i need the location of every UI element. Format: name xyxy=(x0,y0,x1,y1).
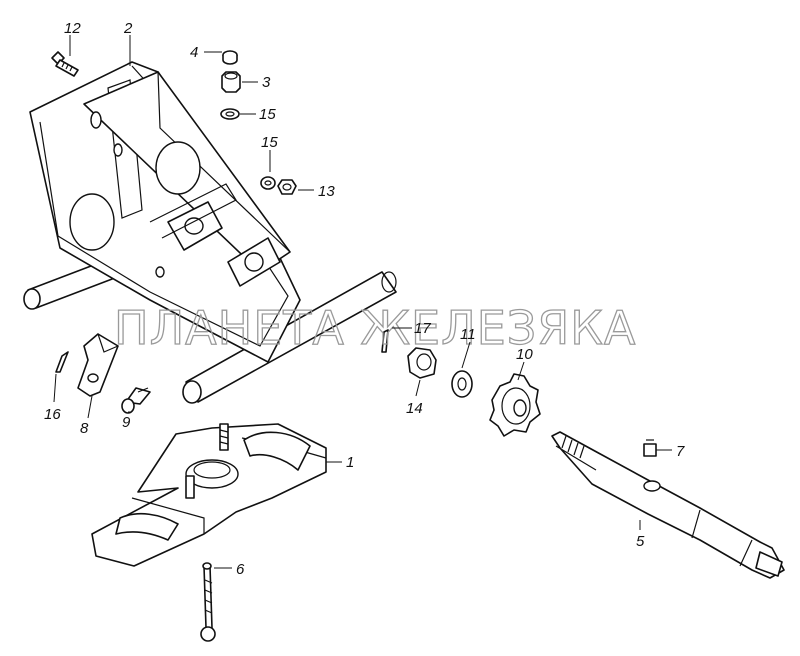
callout-4: 4 xyxy=(190,44,198,61)
washer-part-15-top xyxy=(220,108,240,120)
rod-part-6 xyxy=(200,562,216,642)
callout-13: 13 xyxy=(318,183,335,200)
callout-8: 8 xyxy=(80,420,89,437)
callout-11: 11 xyxy=(460,326,476,343)
callout-7: 7 xyxy=(676,443,685,460)
bolt-part-12 xyxy=(51,51,79,77)
set-screw-part-7 xyxy=(643,439,657,457)
callout-6: 6 xyxy=(236,561,245,578)
washer-part-11 xyxy=(451,370,473,398)
castle-nut-part-14 xyxy=(407,347,437,379)
nut-part-13 xyxy=(277,179,297,195)
callout-2: 2 xyxy=(123,20,133,37)
cotter-pin-part-16 xyxy=(55,351,69,373)
callout-5: 5 xyxy=(636,533,645,550)
pin-part-17 xyxy=(381,329,389,353)
gear-part-10 xyxy=(489,373,541,437)
callout-17: 17 xyxy=(414,320,431,337)
callout-1: 1 xyxy=(346,454,354,471)
callout-14: 14 xyxy=(406,400,423,417)
saddle-base-part-1 xyxy=(91,423,327,567)
shaft-part-5 xyxy=(551,431,785,579)
callout-15-top: 15 xyxy=(259,106,276,123)
clamp-part-8 xyxy=(77,333,119,397)
callout-9: 9 xyxy=(122,414,131,431)
spring-clip-part-9 xyxy=(121,387,151,414)
nut-part-3 xyxy=(221,71,241,93)
callout-12: 12 xyxy=(64,20,81,37)
callout-3: 3 xyxy=(262,74,271,91)
leader-lines xyxy=(53,35,672,569)
callout-15-middle: 15 xyxy=(261,134,278,151)
callout-16: 16 xyxy=(44,406,61,423)
bracket-assembly-part-2 xyxy=(23,61,397,404)
callout-10: 10 xyxy=(516,346,533,363)
washer-part-15-middle xyxy=(260,176,276,190)
cap-part-4 xyxy=(222,50,238,65)
watermark: ПЛАНЕТА ЖЕЛЕЗЯКА xyxy=(114,301,636,355)
